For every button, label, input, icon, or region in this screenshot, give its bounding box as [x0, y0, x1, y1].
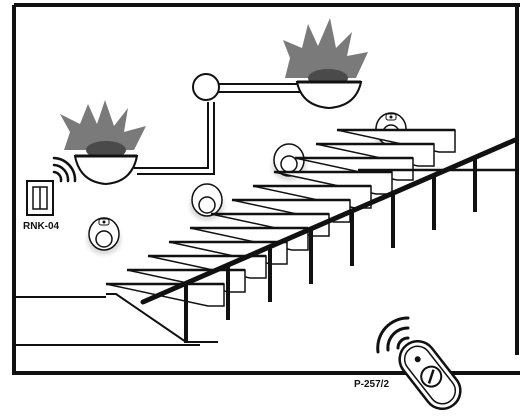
floor-ledge	[14, 296, 200, 346]
motion-sensor-icon	[82, 217, 126, 259]
staircase	[105, 128, 517, 343]
remote-control-icon	[398, 339, 462, 411]
room-frame	[12, 3, 520, 375]
junction-box-icon	[192, 73, 220, 101]
wireless-signal-icon	[52, 156, 77, 183]
wall-switch-icon	[26, 180, 54, 216]
motion-sensor-icon	[185, 183, 229, 225]
wall-switch-label: RNK-04	[23, 221, 60, 232]
ceiling-lamp-icon	[283, 18, 368, 110]
wiring	[134, 83, 300, 175]
stair-railing	[140, 137, 518, 343]
wireless-signal-icon	[376, 316, 410, 354]
ceiling-lamp-icon	[60, 100, 146, 186]
remote-label: P-257/2	[354, 379, 389, 390]
